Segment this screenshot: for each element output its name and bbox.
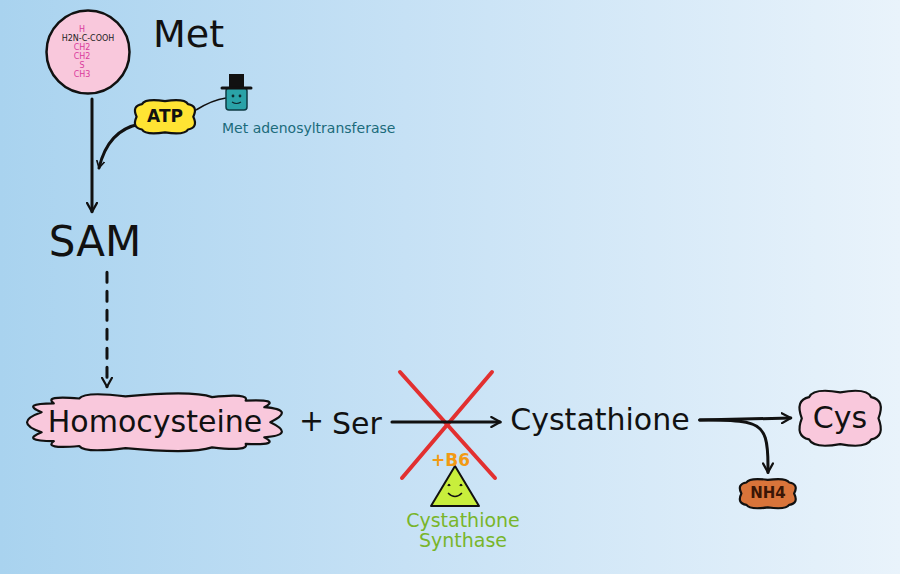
enzyme-triangle bbox=[431, 466, 479, 506]
metabolite-label: SAM bbox=[45, 216, 145, 268]
circle-outline bbox=[47, 11, 130, 94]
cofactor-name: ATP bbox=[147, 107, 183, 127]
metabolite-name: Ser bbox=[332, 407, 382, 442]
metabolite-name: Cys bbox=[813, 401, 867, 436]
cloud-outline bbox=[135, 100, 195, 133]
metabolite-cloud: Homocysteine bbox=[24, 391, 286, 454]
plus-sign: + bbox=[299, 404, 324, 439]
formula-atom: CH3 bbox=[74, 70, 91, 79]
atp-input-arrow bbox=[99, 124, 140, 168]
cofactor-label: +B6 bbox=[431, 451, 470, 471]
enzyme-label: Met adenosyltransferase bbox=[222, 120, 395, 136]
inhibition-cross bbox=[400, 372, 495, 478]
enzyme-tether bbox=[196, 98, 226, 110]
byproduct-name: NH4 bbox=[750, 485, 786, 502]
metabolite-label: Ser bbox=[328, 405, 386, 444]
reaction-arrow bbox=[91, 99, 94, 212]
node-heading: Met bbox=[153, 13, 224, 57]
formula-atom: CH2 bbox=[74, 52, 91, 61]
metabolite-name: SAM bbox=[49, 218, 141, 266]
metabolite-cloud: Cys bbox=[795, 387, 885, 450]
metabolite-label: Cystathione bbox=[506, 401, 693, 440]
cloud-outline bbox=[740, 479, 796, 508]
metabolite-name: Cystathione bbox=[510, 403, 689, 438]
cloud-outline bbox=[27, 393, 282, 451]
molecule-circle: MetHH2N-C-COOHCH2CH2SCH3 bbox=[45, 9, 131, 95]
enzyme-character bbox=[222, 74, 251, 110]
dashed-arrow bbox=[105, 272, 108, 387]
metabolite-name: Homocysteine bbox=[48, 405, 262, 440]
formula-atom: S bbox=[79, 61, 84, 70]
enzyme-label: Cystathione Synthase bbox=[383, 511, 543, 551]
formula-atom: CH2 bbox=[74, 43, 91, 52]
formula-text: H2N-C-COOH bbox=[62, 34, 115, 43]
cofactor-cloud: ATP bbox=[131, 97, 199, 137]
reaction-arrow bbox=[392, 421, 500, 424]
formula-atom: H bbox=[79, 25, 85, 34]
reaction-arrow bbox=[700, 420, 768, 472]
byproduct-cloud: NH4 bbox=[736, 476, 800, 511]
cloud-outline bbox=[799, 391, 880, 446]
